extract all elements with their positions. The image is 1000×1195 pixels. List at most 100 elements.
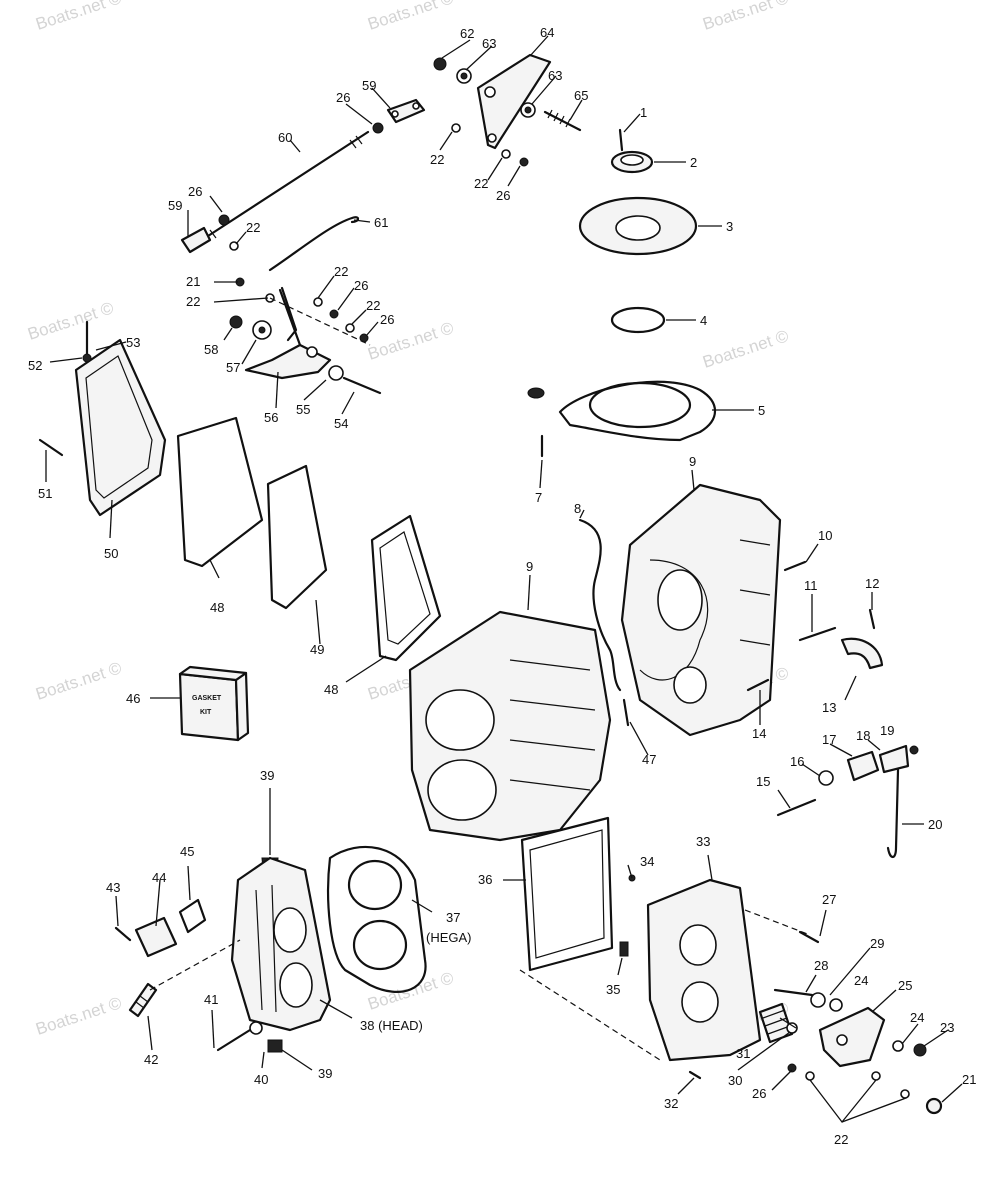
part-50-cover (74, 338, 167, 517)
callout-2: 2 (690, 155, 697, 170)
bracket-hole (484, 86, 496, 98)
part-55-washer (328, 365, 344, 381)
callout-62: 62 (460, 26, 474, 41)
callout-15: 15 (756, 774, 770, 789)
watermark: Boats.net © (365, 0, 456, 34)
callout-28: 28 (814, 958, 828, 973)
part-10-bolt (783, 560, 807, 572)
alignment-line (519, 969, 661, 1061)
callout-30: 30 (728, 1073, 742, 1088)
callout-24: 24 (910, 1010, 924, 1025)
cylinder-bore (425, 689, 495, 751)
gasket-kit-box: GASKET KIT (178, 665, 250, 742)
washer-center (258, 326, 266, 334)
callout-49: 49 (310, 642, 324, 657)
crank-bore (657, 569, 703, 631)
part-40-washer (249, 1021, 263, 1035)
arm-pivot-leg (278, 288, 302, 347)
callout-26: 26 (336, 90, 350, 105)
callout-12: 12 (865, 576, 879, 591)
callout-35: 35 (606, 982, 620, 997)
crankcase-ribs (739, 539, 771, 646)
watermark: Boats.net © (33, 0, 124, 34)
callout-38-head: 38 (HEAD) (360, 1018, 423, 1033)
callout-22: 22 (834, 1132, 848, 1147)
gasket-kit-label: KIT (200, 709, 212, 716)
part-14-screw (746, 678, 770, 692)
part-13-clamp (840, 637, 884, 670)
part-17-lever (846, 750, 880, 782)
callout-46: 46 (126, 691, 140, 706)
rod-thread (209, 135, 363, 239)
callout-43: 43 (106, 880, 120, 895)
gasket-kit-label: GASKET (192, 695, 222, 702)
callout-37-hega: (HEGA) (426, 930, 472, 945)
part-36-gasket (520, 816, 614, 972)
part-35-pin (619, 941, 629, 957)
callout-45: 45 (180, 844, 194, 859)
callout-16: 16 (790, 754, 804, 769)
alignment-line (149, 939, 241, 991)
part-49-plate (266, 464, 328, 610)
callout-48: 48 (324, 682, 338, 697)
side-covers (38, 320, 442, 662)
callout-42: 42 (144, 1052, 158, 1067)
callout-47: 47 (642, 752, 656, 767)
callout-61: 61 (374, 215, 388, 230)
block-fins (509, 659, 596, 791)
cover-port (681, 981, 719, 1023)
link-hole (391, 110, 399, 118)
cover-inner (85, 355, 153, 499)
cylinder-head-group (114, 845, 427, 1053)
callout-37: 37 (446, 910, 460, 925)
exhaust-cover-group (519, 816, 943, 1115)
part-26-clip (372, 122, 384, 134)
part-27-screw (798, 930, 820, 944)
callout-26: 26 (380, 312, 394, 327)
callout-65: 65 (574, 88, 588, 103)
part-44-cover (134, 916, 178, 958)
part-30-seal (786, 1022, 798, 1034)
callout-31: 31 (736, 1046, 750, 1061)
cover-port (679, 924, 717, 966)
callout-48: 48 (210, 600, 224, 615)
callout-25: 25 (898, 978, 912, 993)
callout-22: 22 (186, 294, 200, 309)
callout-22: 22 (366, 298, 380, 313)
watermark: Boats.net © (33, 993, 124, 1039)
callout-22: 22 (474, 176, 488, 191)
head-fins (255, 884, 277, 1013)
part-64-bracket (476, 53, 552, 150)
part-45-gasket (178, 898, 207, 934)
part-18-bracket (878, 744, 910, 774)
callout-10: 10 (818, 528, 832, 543)
washer-center (460, 72, 468, 80)
callout-13: 13 (822, 700, 836, 715)
callout-23: 23 (940, 1020, 954, 1035)
callout-14: 14 (752, 726, 766, 741)
part-48-gasket (370, 514, 442, 662)
part-26-clip (519, 157, 529, 167)
callout-11: 11 (804, 578, 818, 593)
head-chamber (273, 907, 307, 953)
callout-7: 7 (535, 490, 542, 505)
part-21-screw (925, 1097, 943, 1115)
part-26-clip (329, 309, 339, 319)
part-4-gasket (610, 306, 666, 334)
watermark: Boats.net © (700, 0, 791, 34)
callout-26: 26 (496, 188, 510, 203)
part-8-seal-strip (578, 518, 622, 692)
callout-5: 5 (758, 403, 765, 418)
part-29-washer (810, 992, 826, 1008)
callout-63: 63 (482, 36, 496, 51)
arm-plate (280, 286, 298, 342)
callout-64: 64 (540, 25, 554, 40)
callout-58: 58 (204, 342, 218, 357)
callout-19: 19 (880, 723, 894, 738)
alignment-line (269, 297, 371, 346)
callout-51: 51 (38, 486, 52, 501)
callout-41: 41 (204, 992, 218, 1007)
callout-26: 26 (354, 278, 368, 293)
linkage-parts (180, 53, 582, 395)
